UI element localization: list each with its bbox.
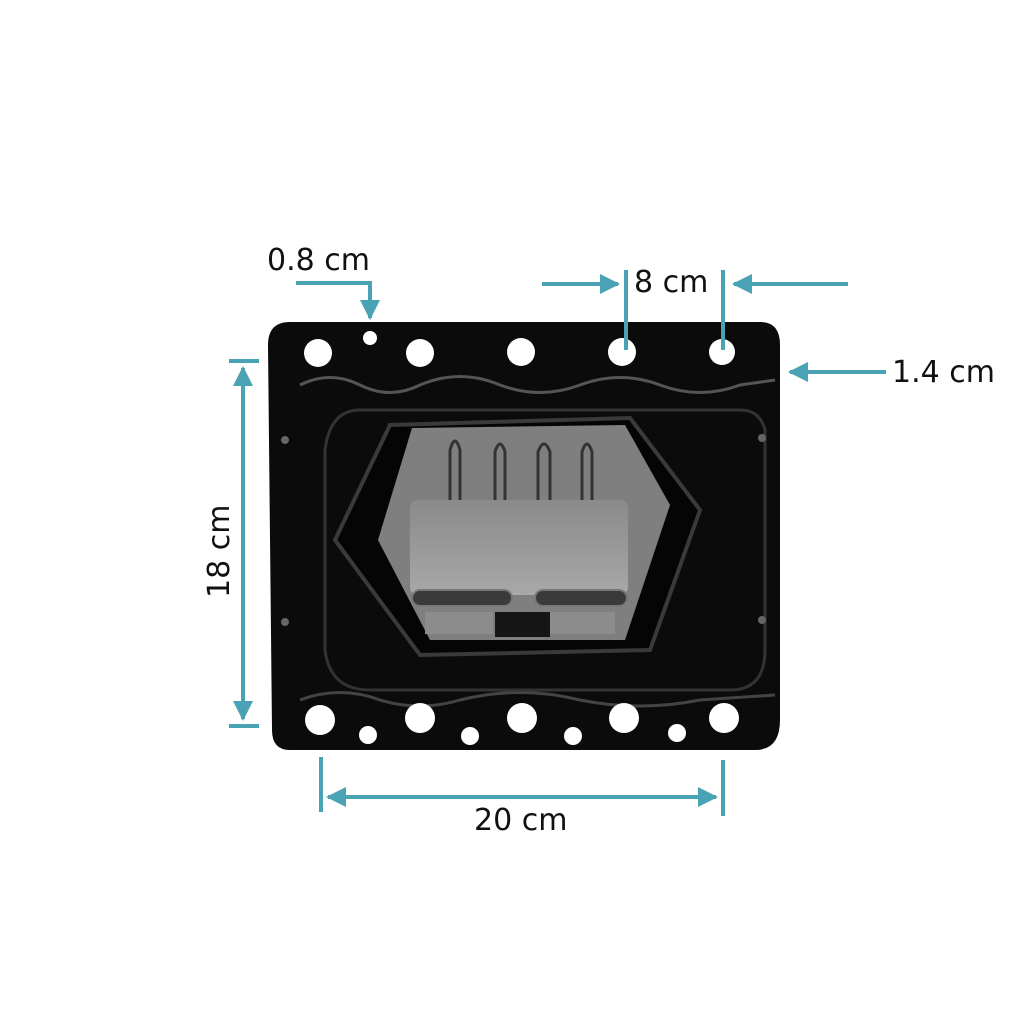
width-label: 20 cm: [474, 803, 568, 838]
dim-hole-diameter: [296, 281, 380, 320]
hole-spacing-label: 8 cm: [634, 265, 709, 300]
bottom-holes: [305, 703, 739, 745]
hole-diameter-label: 0.8 cm: [267, 243, 370, 278]
dim-hole-spacing: [542, 270, 848, 350]
edge-offset-label: 1.4 cm: [892, 355, 995, 390]
mount-plate: [268, 322, 780, 750]
top-holes: [304, 331, 735, 367]
dim-width: [319, 757, 725, 816]
dim-height: [229, 359, 259, 728]
height-label: 18 cm: [202, 504, 237, 598]
